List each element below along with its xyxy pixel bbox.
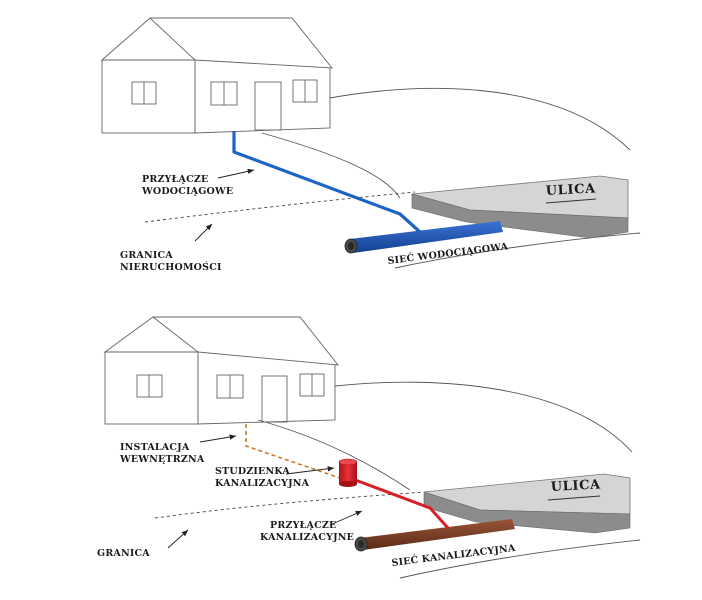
boundary-label: GRANICA [97, 548, 150, 559]
street-label: ULICA [545, 181, 596, 199]
well-label: KANALIZACYJNA [215, 478, 310, 489]
well-label: STUDZIENKA [215, 466, 290, 477]
water-connection-label: WODOCIĄGOWE [141, 186, 233, 197]
water-connection-pipe [232, 131, 422, 234]
ground-line [394, 232, 641, 269]
house [103, 316, 340, 425]
internal-installation-label: WEWNĘTRZNA [119, 454, 205, 465]
street-slab [411, 175, 629, 239]
plot-outline [329, 87, 631, 151]
sewer-diagram: INSTALACJA WEWNĘTRZNA STUDZIENKA KANALIZ… [97, 316, 641, 579]
internal-installation-line [245, 424, 341, 479]
water-diagram: PRZYŁĄCZE WODOCIĄGOWE GRANICA NIERUCHOMO… [100, 17, 641, 273]
sewer-main-label: SIEĆ KANALIZACYJNA [391, 542, 517, 569]
window [136, 374, 163, 398]
sewer-connection-label: KANALIZACYJNE [260, 532, 354, 543]
house [100, 17, 333, 134]
sewer-main-pipe [354, 519, 515, 552]
sewer-connection-pipe [349, 476, 450, 530]
inspection-well [338, 458, 358, 487]
street-label: ULICA [550, 477, 601, 495]
sewer-connection-label: PRZYŁĄCZE [270, 520, 336, 531]
water-main-pipe [344, 221, 503, 254]
boundary-line [144, 191, 416, 223]
door [261, 375, 288, 423]
internal-installation-label: INSTALACJA [120, 442, 190, 453]
ground-line [399, 539, 641, 579]
boundary-line [154, 491, 426, 519]
plot-outline [261, 132, 401, 199]
plot-outline [257, 419, 411, 491]
boundary-label: GRANICA [120, 250, 173, 261]
door [254, 81, 282, 131]
boundary-label: NIERUCHOMOŚCI [120, 261, 222, 273]
plot-outline [334, 381, 633, 453]
water-connection-label: PRZYŁĄCZE [142, 174, 208, 185]
